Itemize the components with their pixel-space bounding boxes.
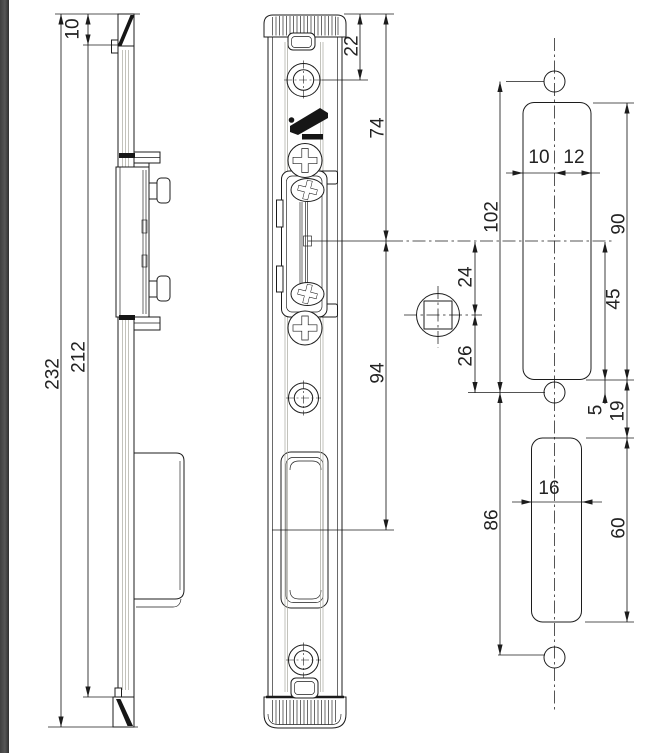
dim-side-body-label: 212 <box>69 341 90 373</box>
dim-front-top-hole-label: 22 <box>342 35 363 56</box>
oval-screw-icon <box>290 178 325 202</box>
dim-tpl-cutout-to-hole-label: 5 <box>586 405 607 416</box>
screw-hole <box>286 380 321 416</box>
dim-tpl-holes-span-label: 102 <box>482 201 503 233</box>
dim-tpl-cutout-gap-label: 19 <box>608 400 629 421</box>
oval-screw-icon <box>290 282 325 306</box>
dim-side-total-label: 232 <box>43 358 64 390</box>
side-keeper-base-bottom <box>133 316 161 331</box>
dim-front-keeper-to-lower-label: 94 <box>368 362 389 384</box>
dim-tpl-lower-cutout-height-label: 60 <box>609 517 630 538</box>
dim-tpl-keeper-to-spindle-label: 24 <box>456 266 477 288</box>
front-view <box>263 14 347 729</box>
side-view <box>111 13 185 728</box>
top-knurled-cap <box>263 14 347 38</box>
side-keeper-cover <box>115 166 150 318</box>
template-hole-bottom <box>543 646 566 669</box>
side-top-hook <box>117 15 135 46</box>
spindle-hole-symbol <box>404 286 482 348</box>
side-latch-bump-upper <box>148 177 171 204</box>
dim-front-keeper-center-label: 74 <box>368 117 389 139</box>
dim-tpl-upper-cutout-height-label: 90 <box>609 213 630 234</box>
phillips-screw-icon <box>287 310 323 346</box>
dim-tpl-keeper-to-cutout-bottom-label: 45 <box>604 288 625 309</box>
brand-mark <box>288 108 328 140</box>
dimensions: 10 232 212 22 74 94 102 86 24 26 45 5 19… <box>43 13 634 728</box>
dim-tpl-lower-cutout-width-label: 16 <box>538 478 559 499</box>
keeper-assembly <box>276 170 338 318</box>
side-lower-housing <box>133 452 185 600</box>
dim-tpl-center-left-label: 10 <box>528 147 549 168</box>
dimension-arrows <box>58 14 630 727</box>
bottom-latch-tab <box>290 677 319 699</box>
phillips-screw-icon <box>287 143 323 178</box>
screw-hole <box>284 60 323 100</box>
drilling-template <box>522 38 592 712</box>
dim-tpl-spindle-to-lower-label: 26 <box>456 345 477 366</box>
screw-hole <box>286 642 321 678</box>
side-latch-bump-lower <box>148 275 171 302</box>
template-lower-cutout <box>531 437 582 623</box>
side-top-notch <box>111 39 119 54</box>
top-latch-tab <box>287 32 316 51</box>
bottom-knurled-cap <box>263 696 347 729</box>
template-upper-cutout <box>522 102 592 380</box>
dim-tpl-center-right-label: 12 <box>563 147 584 168</box>
dim-tpl-lower-span-label: 86 <box>482 509 503 530</box>
dim-side-cap-offset-label: 10 <box>63 18 84 39</box>
scan-edge-strip <box>0 0 9 753</box>
